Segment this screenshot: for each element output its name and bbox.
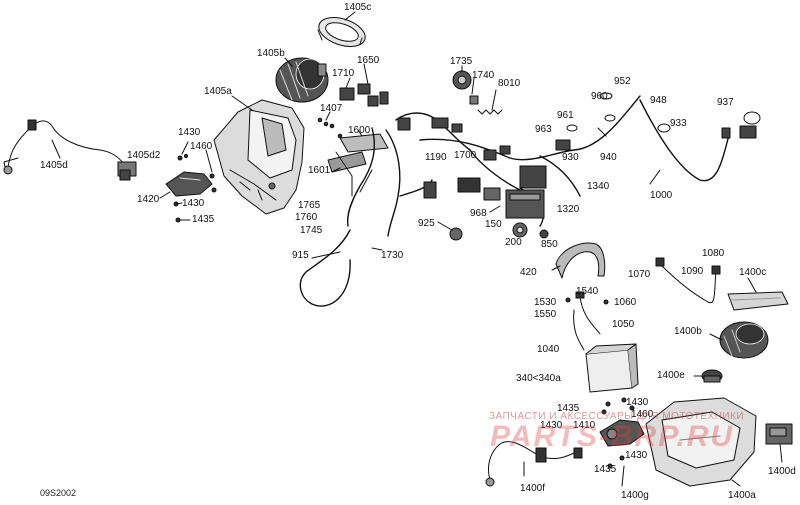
part-420-bracket (555, 242, 606, 279)
part-1405c-ring (317, 17, 366, 47)
part-1400f-cable (485, 441, 583, 487)
harness-connectors (397, 117, 757, 199)
label-952: 952 (614, 76, 631, 87)
document-code: 09S2002 (40, 488, 77, 498)
part-1400d (765, 423, 793, 445)
label-937: 937 (717, 97, 734, 108)
part-1405a-housing (213, 99, 305, 215)
part-1405b-gauge (275, 57, 329, 103)
label-1460-b: 1460 (631, 409, 654, 420)
label-925: 925 (418, 218, 435, 229)
label-1530: 1530 (534, 297, 557, 308)
label-1320: 1320 (557, 204, 580, 215)
label-1400c: 1400c (739, 267, 767, 278)
label-1405a: 1405a (204, 86, 232, 97)
part-8010-spring (477, 109, 503, 115)
label-1050: 1050 (612, 319, 635, 330)
part-1710-connector (339, 83, 389, 107)
label-930: 930 (562, 152, 579, 163)
label-1710: 1710 (332, 68, 355, 79)
label-1740: 1740 (472, 70, 495, 81)
label-1405d2: 1405d2 (127, 150, 161, 161)
label-420: 420 (520, 267, 537, 278)
label-1765: 1765 (298, 200, 321, 211)
label-1430-e: 1430 (625, 450, 648, 461)
part-1400e-knob (701, 369, 723, 383)
label-1460-a: 1460 (190, 141, 213, 152)
part-1410-bracket (599, 419, 645, 447)
label-1400g: 1400g (621, 490, 649, 501)
part-1600-panel (327, 133, 389, 197)
label-1400b: 1400b (674, 326, 702, 337)
part-1040-harness (565, 291, 609, 351)
part-1400b-gauge (719, 321, 769, 359)
label-1601: 1601 (308, 165, 331, 176)
label-1040: 1040 (537, 344, 560, 355)
label-1430-b: 1430 (182, 198, 205, 209)
label-915: 915 (292, 250, 309, 261)
label-1190: 1190 (425, 152, 447, 163)
label-963: 963 (535, 124, 552, 135)
label-150: 150 (485, 219, 502, 230)
part-1405d-cable (3, 119, 137, 181)
label-1090: 1090 (681, 266, 704, 277)
label-1430-a: 1430 (178, 127, 201, 138)
label-1700: 1700 (454, 150, 477, 161)
label-940: 940 (600, 152, 617, 163)
label-1000: 1000 (650, 190, 673, 201)
label-1407: 1407 (320, 103, 343, 114)
label-1405c: 1405c (344, 2, 372, 13)
label-933: 933 (670, 118, 687, 129)
label-850: 850 (541, 239, 558, 250)
part-150-fusebox (457, 165, 547, 219)
label-1400a: 1400a (728, 490, 756, 501)
label-1070: 1070 (628, 269, 651, 280)
clips-top-right (566, 92, 761, 137)
watermark-tagline: ЗАПЧАСТИ И АКСЕССУАРЫ ДЛЯ МОТОТЕХНИКИ (489, 411, 745, 422)
label-1405b: 1405b (257, 48, 285, 59)
label-961: 961 (557, 110, 574, 121)
label-1435-a: 1435 (192, 214, 215, 225)
label-948: 948 (650, 95, 667, 106)
label-1400e: 1400e (657, 370, 685, 381)
label-1745: 1745 (300, 225, 323, 236)
label-1400f: 1400f (520, 483, 546, 494)
label-1735: 1735 (450, 56, 473, 67)
watermark-brand: PARTS-BRP.RU (490, 420, 735, 453)
label-1730: 1730 (381, 250, 404, 261)
label-1430-c: 1430 (626, 397, 649, 408)
label-8010: 8010 (498, 78, 521, 89)
part-1070-cable (655, 257, 721, 304)
label-1080: 1080 (702, 248, 725, 259)
part-340-battery (585, 343, 639, 393)
label-1540: 1540 (576, 286, 599, 297)
label-1410: 1410 (573, 420, 596, 431)
label-1420: 1420 (137, 194, 160, 205)
label-1435-b: 1435 (557, 403, 580, 414)
label-340: 340<340a (516, 373, 561, 384)
part-1400a-housing (645, 397, 757, 487)
label-1400d: 1400d (768, 466, 796, 477)
label-1405d: 1405d (40, 160, 68, 171)
label-1550: 1550 (534, 309, 557, 320)
main-wiring-harness (299, 95, 731, 307)
label-1060: 1060 (614, 297, 637, 308)
part-1400c-cover (727, 291, 789, 311)
label-960: 960 (591, 91, 608, 102)
label-1435-c: 1435 (594, 464, 617, 475)
label-1430-d: 1430 (540, 420, 563, 431)
label-968: 968 (470, 208, 487, 219)
label-1600: 1600 (348, 125, 371, 136)
label-1650: 1650 (357, 55, 380, 66)
label-200: 200 (505, 237, 522, 248)
label-1340: 1340 (587, 181, 610, 192)
label-1760: 1760 (295, 212, 318, 223)
part-1420-bracket (165, 171, 213, 197)
